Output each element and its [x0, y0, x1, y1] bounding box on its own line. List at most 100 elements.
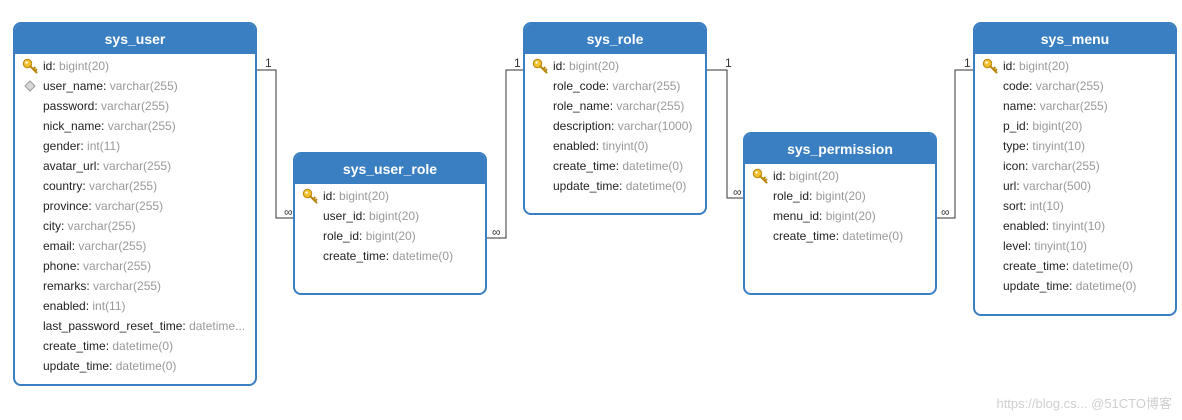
column-type: varchar(1000): [617, 119, 693, 133]
column-row[interactable]: phone: varchar(255): [15, 256, 255, 276]
card-permission-many-1: ∞: [733, 185, 742, 199]
card-user-role-many-2: ∞: [492, 225, 501, 239]
column-row[interactable]: user_name: varchar(255): [15, 76, 255, 96]
table-title: sys_menu: [975, 24, 1175, 54]
column-list: id: bigint(20)user_name: varchar(255)pas…: [15, 54, 255, 376]
column-type: datetime...: [189, 319, 246, 333]
column-row[interactable]: update_time: datetime(0): [975, 276, 1175, 296]
column-row[interactable]: nick_name: varchar(255): [15, 116, 255, 136]
column-row[interactable]: create_time: datetime(0): [745, 226, 935, 246]
table-sys-role[interactable]: sys_role id: bigint(20)role_code: varcha…: [523, 22, 707, 215]
column-name: city: [43, 219, 61, 233]
column-row[interactable]: remarks: varchar(255): [15, 276, 255, 296]
column-row[interactable]: avatar_url: varchar(255): [15, 156, 255, 176]
column-separator: :: [782, 169, 790, 183]
column-type: tinyint(10): [1032, 139, 1086, 153]
rel-role-to-user-role: [487, 69, 523, 239]
column-separator: :: [1025, 119, 1033, 133]
column-separator: :: [595, 139, 603, 153]
column-name: enabled: [43, 299, 86, 313]
table-sys-user-role[interactable]: sys_user_role id: bigint(20)user_id: big…: [293, 152, 487, 295]
column-separator: :: [359, 229, 366, 243]
column-row[interactable]: level: tinyint(10): [975, 236, 1175, 256]
column-row[interactable]: email: varchar(255): [15, 236, 255, 256]
column-row[interactable]: user_id: bigint(20): [295, 206, 485, 226]
column-row[interactable]: role_id: bigint(20): [295, 226, 485, 246]
column-row[interactable]: create_time: datetime(0): [975, 256, 1175, 276]
column-row[interactable]: country: varchar(255): [15, 176, 255, 196]
column-type: tinyint(10): [1034, 239, 1088, 253]
column-row[interactable]: url: varchar(500): [975, 176, 1175, 196]
column-row[interactable]: enabled: tinyint(10): [975, 216, 1175, 236]
column-name: last_password_reset_time: [43, 319, 183, 333]
index-diamond-icon: [24, 80, 36, 92]
column-row[interactable]: name: varchar(255): [975, 96, 1175, 116]
column-separator: :: [94, 99, 102, 113]
column-name: id: [323, 189, 333, 203]
column-row[interactable]: id: bigint(20): [745, 166, 935, 186]
column-name: id: [553, 59, 563, 73]
column-name: email: [43, 239, 72, 253]
column-separator: :: [1023, 199, 1030, 213]
column-row[interactable]: icon: varchar(255): [975, 156, 1175, 176]
column-row[interactable]: update_time: datetime(0): [525, 176, 705, 196]
column-type: varchar(255): [612, 79, 681, 93]
column-row[interactable]: sort: int(10): [975, 196, 1175, 216]
column-type: tinyint(0): [602, 139, 649, 153]
column-name: id: [1003, 59, 1013, 73]
column-type: int(11): [92, 299, 126, 313]
column-row[interactable]: id: bigint(20): [295, 186, 485, 206]
column-row[interactable]: last_password_reset_time: datetime...: [15, 316, 255, 336]
column-row[interactable]: enabled: tinyint(0): [525, 136, 705, 156]
column-row[interactable]: code: varchar(255): [975, 76, 1175, 96]
column-name: menu_id: [773, 209, 820, 223]
column-name: user_id: [323, 209, 363, 223]
column-separator: :: [1029, 79, 1036, 93]
column-row[interactable]: menu_id: bigint(20): [745, 206, 935, 226]
card-role-one-1: 1: [514, 56, 521, 70]
rel-user-to-user-role: [257, 69, 293, 219]
column-row[interactable]: city: varchar(255): [15, 216, 255, 236]
column-row[interactable]: enabled: int(11): [15, 296, 255, 316]
column-row[interactable]: id: bigint(20): [525, 56, 705, 76]
column-type: bigint(20): [59, 59, 110, 73]
column-row[interactable]: type: tinyint(10): [975, 136, 1175, 156]
table-sys-menu[interactable]: sys_menu id: bigint(20)code: varchar(255…: [973, 22, 1177, 316]
column-name: country: [43, 179, 83, 193]
column-separator: :: [85, 299, 93, 313]
column-separator: :: [182, 319, 190, 333]
column-separator: :: [1033, 99, 1040, 113]
column-type: datetime(0): [1072, 259, 1134, 273]
card-permission-many-2: ∞: [941, 205, 950, 219]
column-separator: :: [609, 99, 617, 113]
key-icon: [752, 168, 768, 184]
column-row[interactable]: role_name: varchar(255): [525, 96, 705, 116]
column-separator: :: [52, 59, 60, 73]
table-sys-user[interactable]: sys_user id: bigint(20)user_name: varcha…: [13, 22, 257, 386]
column-row[interactable]: province: varchar(255): [15, 196, 255, 216]
column-row[interactable]: password: varchar(255): [15, 96, 255, 116]
column-name: name: [1003, 99, 1034, 113]
column-separator: :: [1069, 279, 1076, 293]
column-row[interactable]: id: bigint(20): [15, 56, 255, 76]
column-row[interactable]: update_time: datetime(0): [15, 356, 255, 376]
column-separator: :: [82, 179, 90, 193]
column-row[interactable]: id: bigint(20): [975, 56, 1175, 76]
column-row[interactable]: role_code: varchar(255): [525, 76, 705, 96]
column-row[interactable]: role_id: bigint(20): [745, 186, 935, 206]
column-type: varchar(255): [95, 199, 164, 213]
column-row[interactable]: create_time: datetime(0): [525, 156, 705, 176]
column-row[interactable]: create_time: datetime(0): [15, 336, 255, 356]
column-name: update_time: [553, 179, 620, 193]
table-sys-permission[interactable]: sys_permission id: bigint(20)role_id: bi…: [743, 132, 937, 295]
column-row[interactable]: gender: int(11): [15, 136, 255, 156]
column-name: nick_name: [43, 119, 102, 133]
column-separator: :: [1025, 139, 1033, 153]
column-row[interactable]: description: varchar(1000): [525, 116, 705, 136]
column-row[interactable]: create_time: datetime(0): [295, 246, 485, 266]
column-type: varchar(255): [109, 79, 178, 93]
column-type: bigint(20): [339, 189, 390, 203]
column-name: create_time: [43, 339, 106, 353]
column-row[interactable]: p_id: bigint(20): [975, 116, 1175, 136]
